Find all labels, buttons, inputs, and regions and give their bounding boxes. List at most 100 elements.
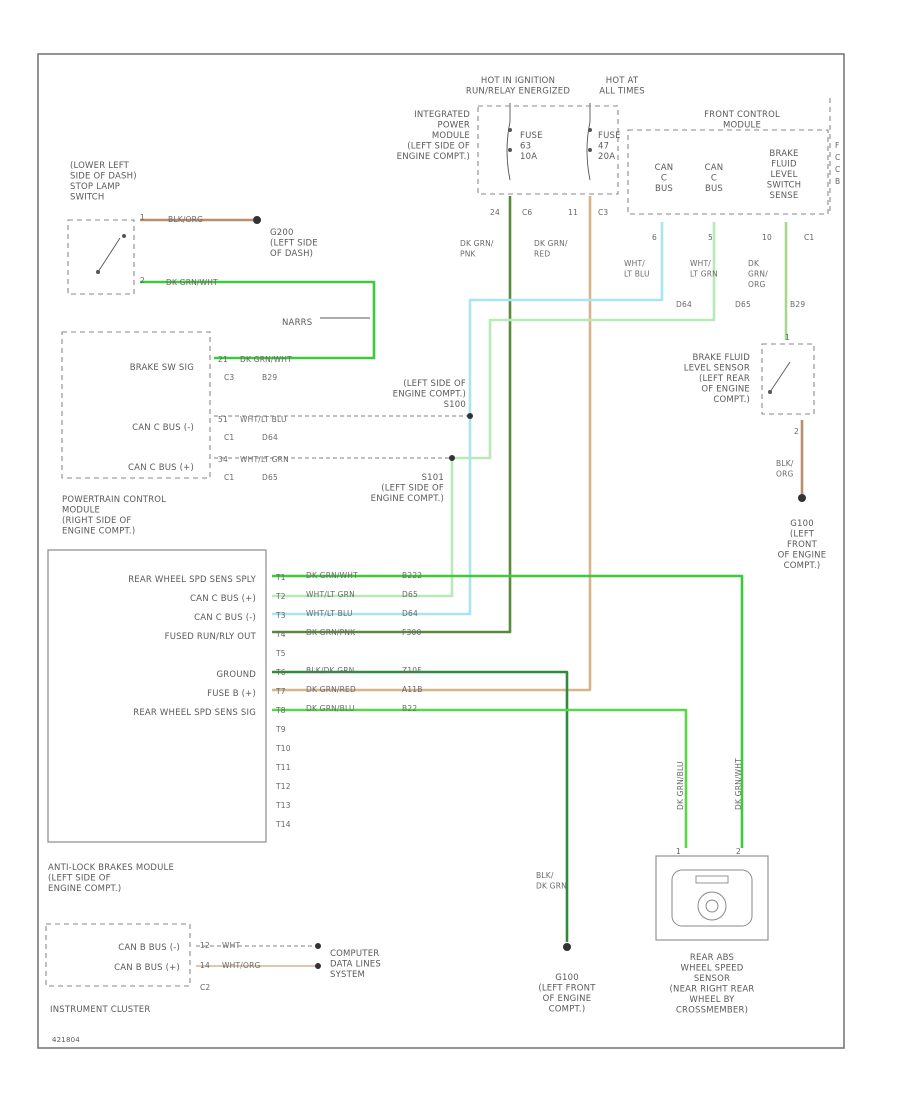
- ic-box: [45, 923, 191, 987]
- abs-row-name: FUSED RUN/RLY OUT: [165, 632, 257, 642]
- abs-row-pin: T12: [275, 782, 291, 791]
- abs-row-pin: T9: [275, 725, 286, 734]
- bfls-pin-2: 2: [794, 427, 799, 436]
- sensor-pin-1: 1: [676, 847, 681, 856]
- svg-text:C: C: [835, 153, 840, 162]
- abs-row-circuit: D64: [402, 609, 418, 618]
- wire-d64-fcm: [272, 222, 664, 616]
- ic-row-name: CAN B BUS (+): [114, 963, 180, 973]
- mid-dk-grn-red: DK GRN/RED: [534, 239, 568, 259]
- abs-ground-wire-label: BLK/DK GRN: [536, 871, 567, 891]
- abs-row-name: CAN C BUS (+): [190, 594, 256, 604]
- ic-row-pin: 12: [200, 941, 210, 950]
- bfls-switch-icon: [768, 361, 791, 394]
- pcm-row-circuit: D64: [262, 433, 278, 442]
- ic-row-wire: WHT/ORG: [222, 961, 261, 970]
- abs-row-pin: T7: [275, 687, 286, 696]
- wire-z10f-ground: [272, 670, 569, 942]
- abs-row-name: FUSE B (+): [207, 689, 256, 699]
- abs-row-circuit: B22: [402, 704, 417, 713]
- svg-text:C: C: [835, 165, 840, 174]
- abs-row-name: REAR WHEEL SPD SENS SPLY: [128, 575, 256, 585]
- abs-row-pin: T13: [275, 801, 291, 810]
- splice-s101: [449, 455, 455, 461]
- svg-text:10: 10: [762, 233, 772, 242]
- stop-pin-1: 1: [140, 213, 145, 222]
- mid-d64: D64: [676, 300, 692, 309]
- abs-row-name: GROUND: [216, 670, 256, 680]
- mid-dk-grn-pnk: DK GRN/PNK: [460, 239, 494, 259]
- wire-f300-run: [272, 196, 512, 634]
- svg-text:11: 11: [568, 208, 578, 217]
- mid-d65: D65: [735, 300, 751, 309]
- fcm-box: [627, 129, 829, 215]
- wire-dk-grn-wht-stop: [140, 280, 376, 360]
- pcm-row-name: CAN C BUS (+): [128, 463, 194, 473]
- abs-row-wire: DK GRN/BLU: [306, 704, 355, 713]
- bfls-pin-1: 1: [785, 333, 790, 342]
- pcm-box: [61, 331, 211, 479]
- pcm-row-connector: C1: [224, 433, 234, 442]
- abs-row-wire: DK GRN/WHT: [306, 571, 358, 580]
- pcm-row-wire: WHT/LT GRN: [240, 455, 289, 464]
- ic-row-wire: WHT: [222, 941, 240, 950]
- stop-wire-label: BLK/ORG: [168, 215, 203, 224]
- can-b-plus-arrow-icon: [315, 963, 321, 969]
- abs-row-pin: T2: [275, 592, 286, 601]
- stop-out-wire-label: DK GRN/WHT: [166, 278, 218, 287]
- splice-s100: [467, 413, 473, 419]
- pcm-row-pin: 34: [218, 455, 228, 464]
- mid-wht-lt-grn: WHT/LT GRN: [690, 259, 718, 279]
- abs-module-box: [47, 549, 267, 843]
- abs-row-name: REAR WHEEL SPD SENS SIG: [133, 708, 256, 718]
- figure-id: 421804: [52, 1036, 80, 1044]
- svg-text:C6: C6: [522, 208, 532, 217]
- fcm-side-letters: F C C B: [835, 141, 840, 186]
- pcm-row-circuit: B29: [262, 373, 277, 382]
- abs-row-wire: WHT/LT GRN: [306, 590, 355, 599]
- g200-ground-icon: [253, 216, 261, 224]
- narrs-label: NARRS: [282, 318, 312, 328]
- abs-row-pin: T5: [275, 649, 286, 658]
- pcm-row-pin: 21: [218, 355, 228, 364]
- pcm-row-wire: WHT/LT BLU: [240, 415, 287, 424]
- abs-row-pin: T3: [275, 611, 286, 620]
- pcm-row-wire: DK GRN/WHT: [240, 355, 292, 364]
- abs-row-wire: DK GRN/RED: [306, 685, 356, 694]
- sensor-wire-1-label: DK GRN/BLU: [676, 761, 685, 810]
- abs-row-pin: T4: [275, 630, 286, 639]
- abs-row-wire: DK GRN/PNK: [306, 628, 356, 637]
- abs-row-pin: T6: [275, 668, 286, 677]
- stop-lamp-box: [67, 219, 135, 295]
- abs-row-pin: T14: [275, 820, 291, 829]
- abs-row-pin: T8: [275, 706, 286, 715]
- abs-row-circuit: Z10F: [402, 666, 422, 675]
- pcm-row-circuit: D65: [262, 473, 278, 482]
- abs-row-pin: T11: [275, 763, 291, 772]
- stop-pin-2: 2: [140, 276, 145, 285]
- can-b-minus-arrow-icon: [315, 943, 321, 949]
- abs-row-name: CAN C BUS (-): [194, 613, 256, 623]
- g100-abs-ground-icon: [563, 943, 571, 951]
- fcm-pins: 6 5 10 C1: [652, 233, 814, 242]
- svg-text:C3: C3: [598, 208, 608, 217]
- mid-wht-lt-blu: WHT/LT BLU: [624, 259, 650, 279]
- mid-b29: B29: [790, 300, 805, 309]
